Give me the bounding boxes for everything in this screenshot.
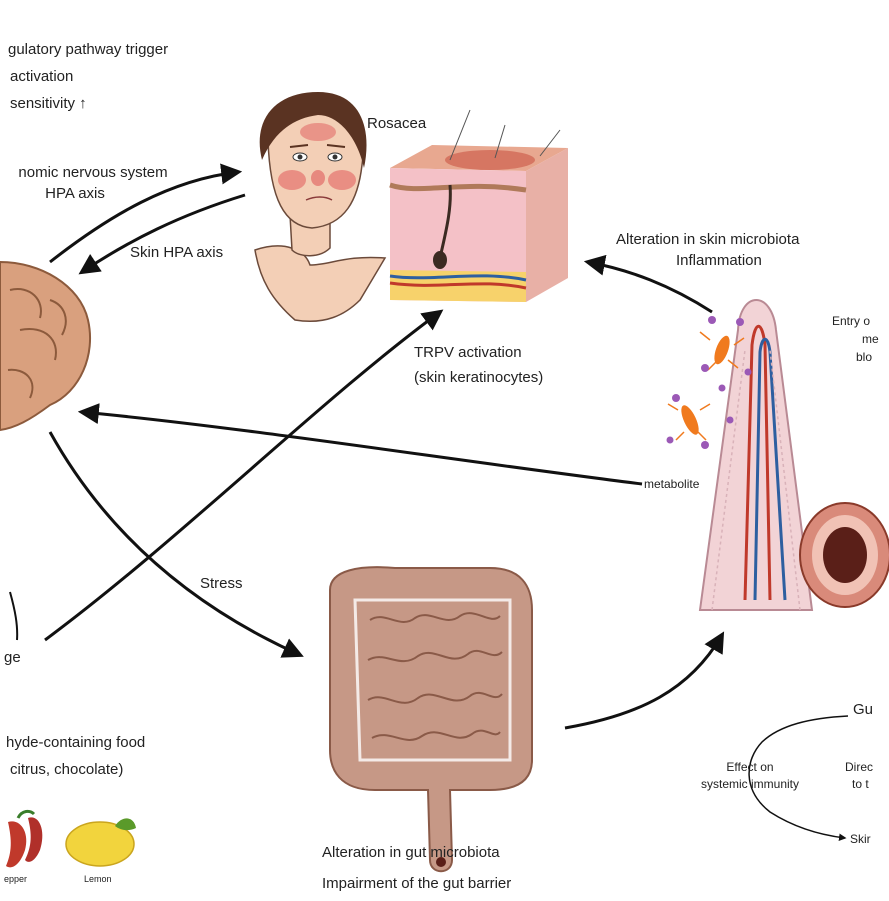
- entry-label-2: me: [862, 332, 879, 346]
- arrow-brain-to-gut: [48, 431, 304, 658]
- skin-branch-label: Skir: [850, 832, 871, 846]
- metabolite-label: metabolite: [644, 477, 700, 491]
- autonomic-nervous-system-label: nomic nervous system: [18, 164, 168, 181]
- gut-microbiota-label: Alteration in gut microbiota: [322, 844, 500, 861]
- food-label-2: citrus, chocolate): [10, 761, 124, 778]
- arrow-villus-to-skin: [583, 254, 713, 314]
- food-label-1: hyde-containing food: [6, 734, 146, 751]
- rosacea-face-illustration: [254, 92, 387, 322]
- top-left-label-1: gulatory pathway trigger: [8, 41, 169, 58]
- gut-branch-lines: [748, 715, 849, 842]
- skin-microbiota-label: Alteration in skin microbiota: [616, 231, 800, 248]
- systemic-immunity-label-1: Effect on: [726, 760, 774, 774]
- blood-vessel-illustration: [799, 502, 889, 608]
- pepper-icon: [6, 809, 43, 868]
- direct-label-2: to t: [852, 777, 869, 791]
- entry-label-3: blo: [856, 350, 873, 364]
- lemon-icon: [65, 818, 136, 867]
- trpv-activation-label: TRPV activation: [414, 344, 522, 361]
- stress-label: Stress: [200, 575, 243, 592]
- direct-label-1: Direc: [845, 760, 874, 774]
- colon-illustration: [329, 566, 533, 873]
- arrow-left-edge: [9, 591, 19, 641]
- arrow-food-to-skin: [44, 309, 444, 642]
- top-left-label-2: activation: [10, 68, 74, 85]
- gut-barrier-label: Impairment of the gut barrier: [322, 875, 512, 892]
- arrow-metabolite-to-brain: [77, 403, 643, 486]
- entry-label-1: Entry o: [832, 314, 871, 328]
- skin-cross-section-illustration: [389, 109, 568, 302]
- arrow-face-to-brain: [78, 193, 246, 275]
- arrow-gut-to-villus: [564, 631, 725, 730]
- ge-label: ge: [4, 649, 21, 666]
- arrow-brain-to-face: [49, 163, 243, 264]
- gut-branch-label: Gu: [853, 701, 874, 718]
- inflammation-label: Inflammation: [676, 252, 762, 269]
- hpa-axis-label: HPA axis: [45, 185, 105, 202]
- intestinal-villus-illustration: [698, 299, 814, 611]
- arrows: [9, 163, 725, 730]
- rosacea-label: Rosacea: [367, 115, 427, 132]
- skin-hpa-axis-label: Skin HPA axis: [130, 244, 224, 261]
- brain-illustration: [0, 260, 92, 432]
- top-left-label-3: sensitivity ↑: [10, 95, 87, 112]
- systemic-immunity-label-2: systemic immunity: [700, 777, 799, 791]
- pepper-label: epper: [4, 874, 28, 884]
- microbe-illustration: [667, 331, 745, 441]
- skin-keratinocytes-label: (skin keratinocytes): [414, 369, 544, 386]
- lemon-label: Lemon: [84, 874, 112, 884]
- metabolite-particles: [666, 316, 752, 449]
